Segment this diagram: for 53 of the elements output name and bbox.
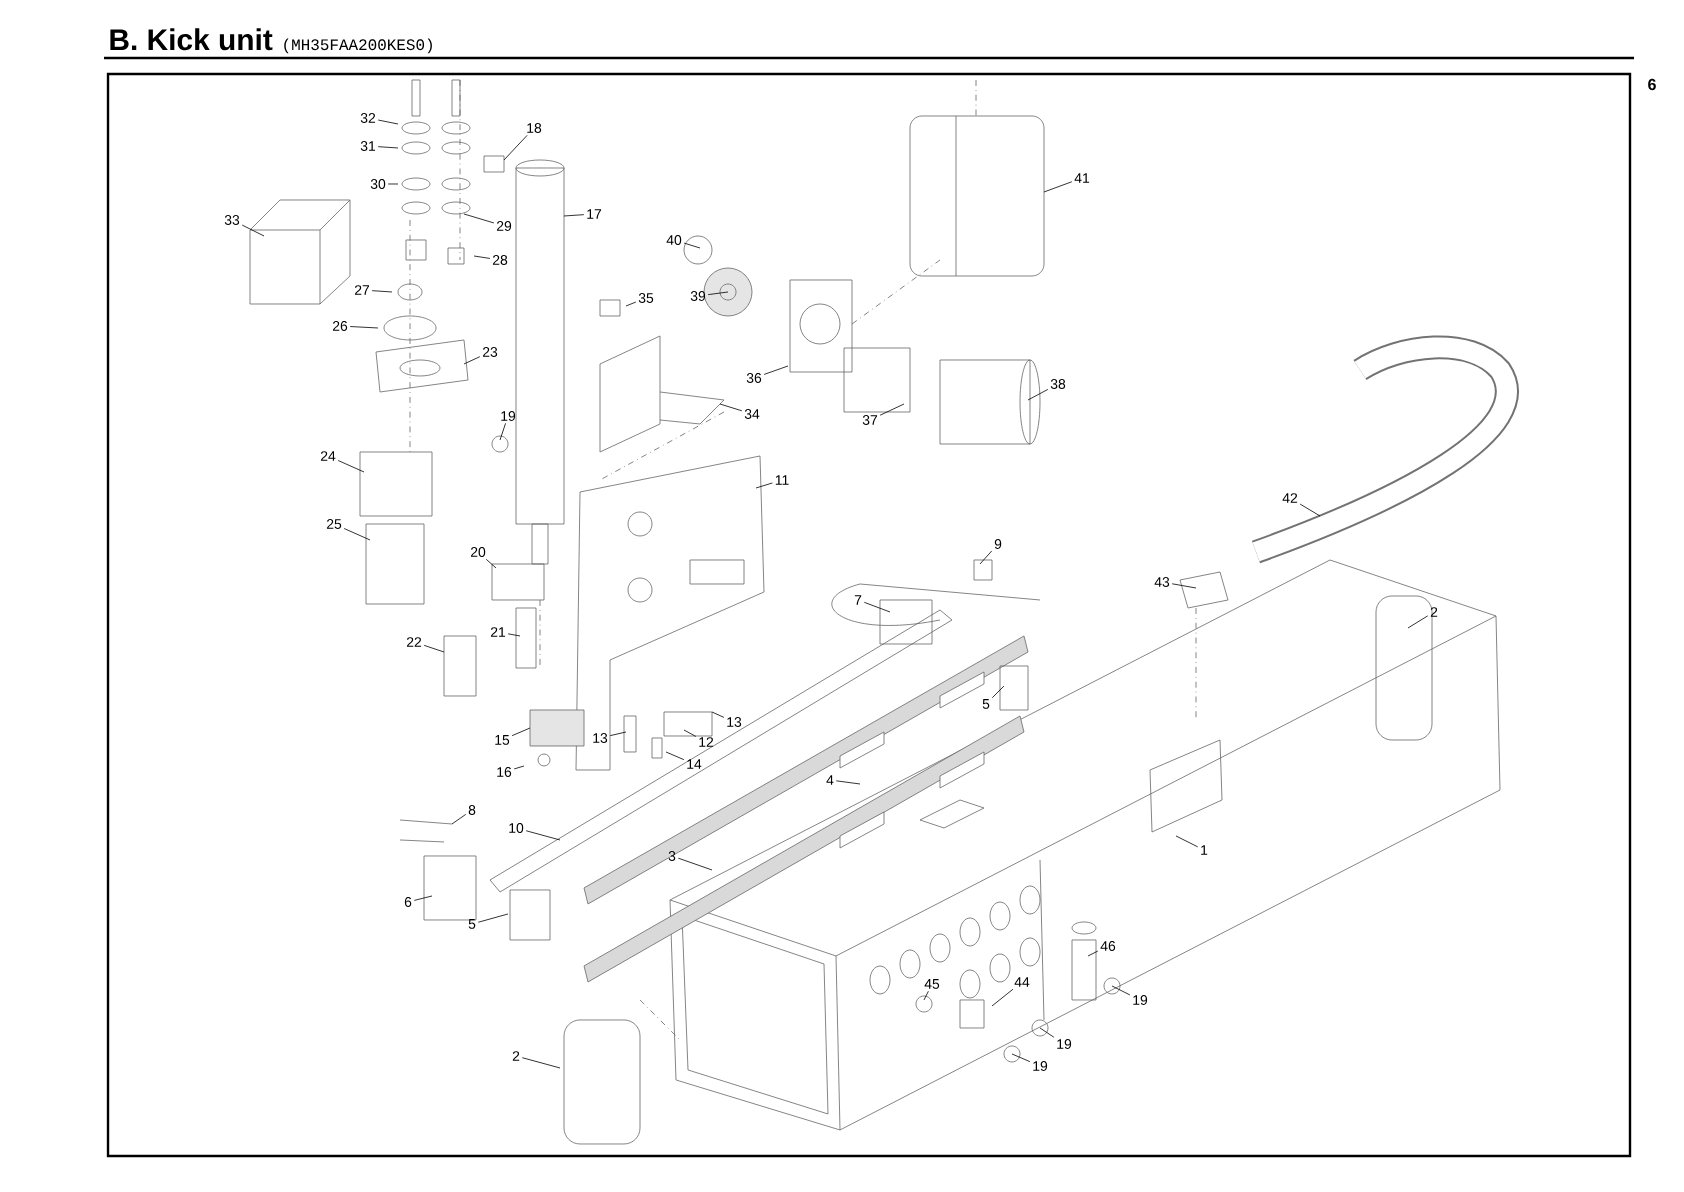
leader-line bbox=[563, 214, 585, 217]
leader-line bbox=[337, 460, 365, 473]
leader-line bbox=[511, 727, 531, 737]
leader-line bbox=[1407, 615, 1429, 629]
leader-line bbox=[477, 913, 509, 923]
leader-line bbox=[521, 1057, 561, 1069]
leader-line bbox=[683, 242, 701, 249]
leader-line bbox=[387, 183, 399, 185]
leader-line bbox=[763, 365, 789, 375]
leader-line bbox=[1011, 1053, 1031, 1063]
leader-line bbox=[463, 213, 495, 224]
leader-line bbox=[423, 644, 445, 653]
leader-line bbox=[991, 685, 1005, 699]
leader-line bbox=[677, 857, 713, 871]
leader-line bbox=[377, 146, 399, 149]
leader-line bbox=[507, 633, 521, 637]
leader-line bbox=[371, 290, 393, 293]
leader-line bbox=[241, 224, 265, 237]
leader-line bbox=[719, 403, 743, 412]
leader-line bbox=[711, 711, 725, 718]
leader-line bbox=[451, 814, 467, 825]
leader-line bbox=[349, 326, 379, 329]
leader-line bbox=[863, 601, 891, 613]
leader-line bbox=[665, 751, 685, 761]
leader-line bbox=[1299, 503, 1321, 517]
leader-line bbox=[923, 990, 929, 1001]
title: B. Kick unit bbox=[110, 28, 273, 51]
leader-line bbox=[1087, 950, 1099, 957]
leader-line bbox=[625, 301, 637, 307]
leader-line bbox=[485, 558, 497, 569]
leader-line bbox=[1111, 985, 1131, 996]
leader-line bbox=[683, 729, 697, 737]
leader-line bbox=[991, 988, 1014, 1007]
leader-line bbox=[1039, 1027, 1055, 1038]
leader-line bbox=[513, 765, 525, 770]
leader-line bbox=[879, 403, 905, 416]
leader-line bbox=[609, 731, 627, 737]
leader-line bbox=[473, 255, 491, 259]
leader-line bbox=[377, 119, 399, 125]
leader-line bbox=[413, 895, 433, 901]
leader-line bbox=[1175, 835, 1199, 848]
leader-line bbox=[463, 356, 481, 365]
leader-line bbox=[755, 482, 773, 489]
leader-line bbox=[499, 422, 506, 441]
leader-line bbox=[525, 830, 561, 841]
leader-line bbox=[707, 291, 729, 296]
leader-line bbox=[503, 134, 528, 161]
leader-line bbox=[835, 780, 861, 785]
leader-line bbox=[1171, 583, 1197, 589]
leader-line bbox=[1043, 181, 1073, 193]
leader-line bbox=[1027, 389, 1049, 401]
leader-line bbox=[979, 550, 993, 565]
leader-line bbox=[343, 528, 371, 541]
